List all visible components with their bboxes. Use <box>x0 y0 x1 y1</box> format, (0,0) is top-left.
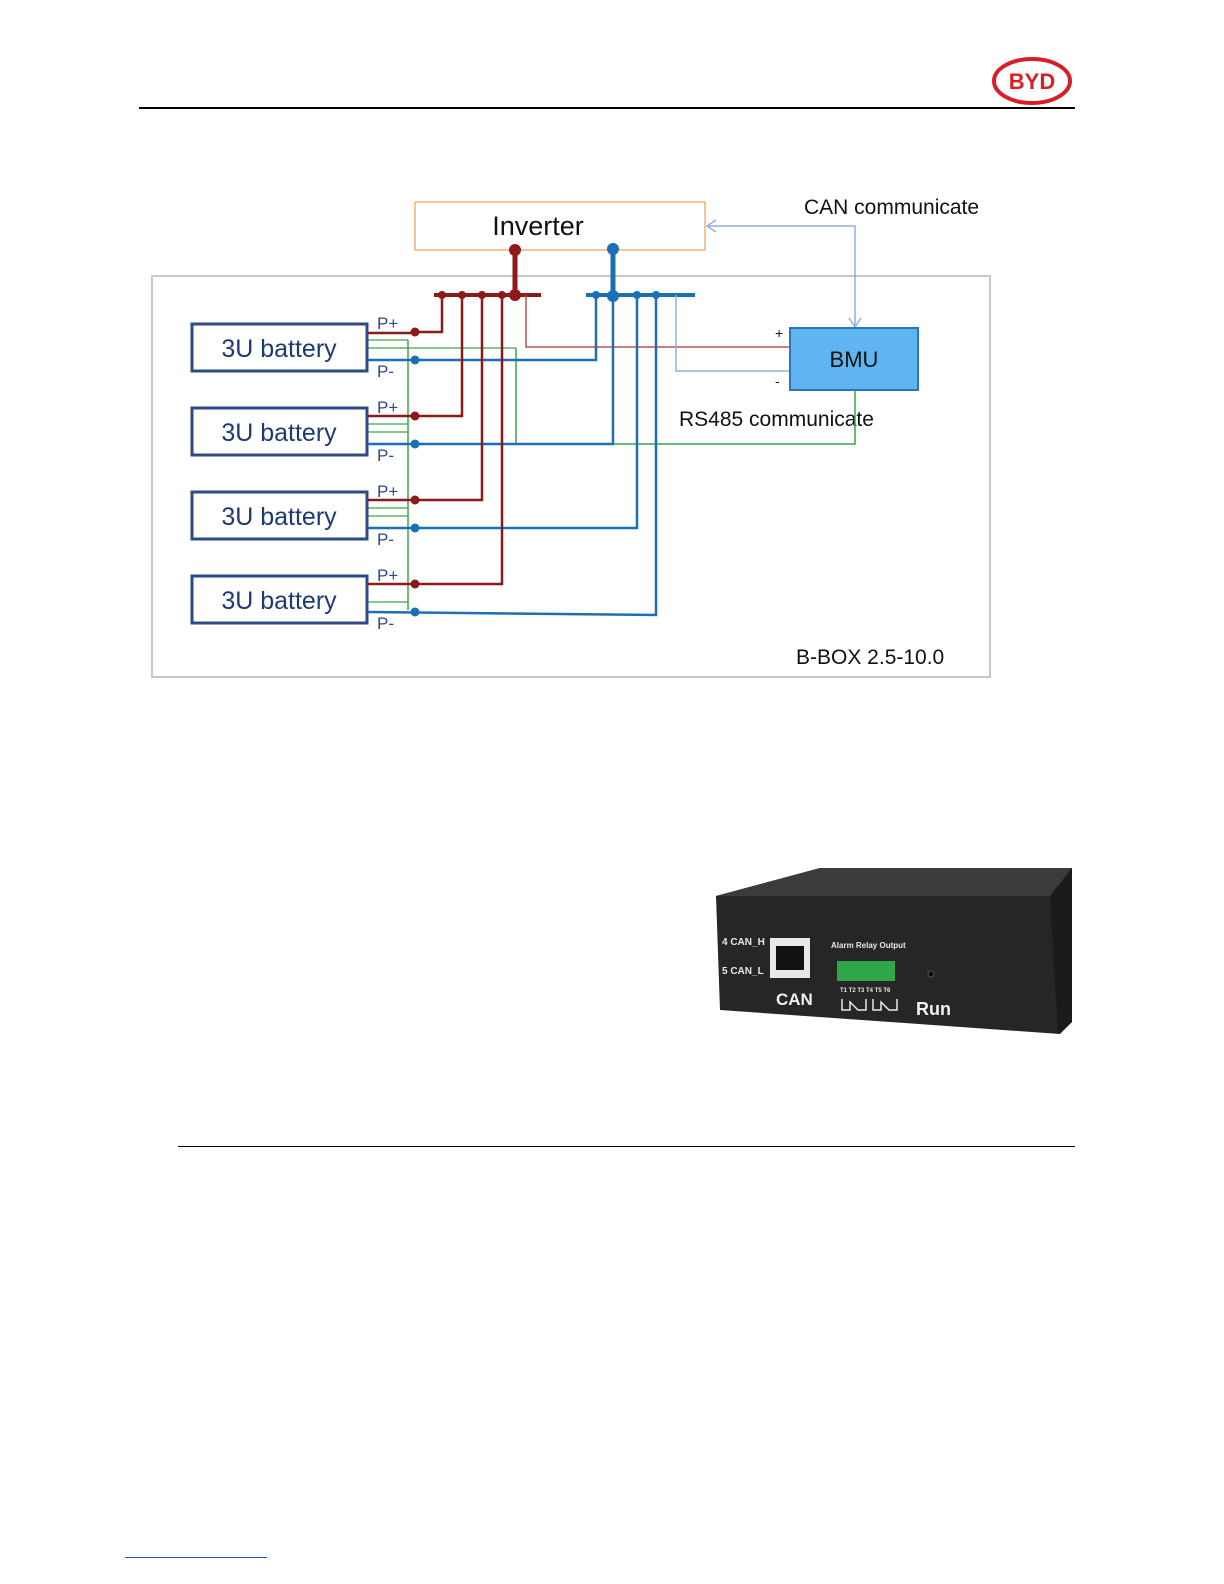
header-rule <box>139 107 1075 109</box>
battery-1-pos-label: P+ <box>377 314 398 333</box>
can-port-label: CAN <box>776 990 813 1009</box>
battery-4-label: 3U battery <box>221 587 337 615</box>
byd-logo: BYD <box>990 55 1074 109</box>
battery-2-positive-node <box>411 412 420 421</box>
footnote-rule <box>125 1557 267 1558</box>
bbox-label: B-BOX 2.5-10.0 <box>796 646 944 669</box>
battery-1-positive-node <box>411 328 420 337</box>
relay-label: Alarm Relay Output <box>831 941 906 950</box>
battery-4-neg-label: P- <box>377 614 394 633</box>
bmu-plus-sign: + <box>775 325 783 341</box>
battery-4-positive-node <box>411 580 420 589</box>
battery-3-neg-label: P- <box>377 530 394 549</box>
battery-3-pos-label: P+ <box>377 482 398 501</box>
battery-4-pos-label: P+ <box>377 566 398 585</box>
battery-2-negative-wire <box>368 295 613 444</box>
inverter-negative-dot <box>607 243 619 255</box>
battery-2-pos-label: P+ <box>377 398 398 417</box>
relay-terminal-block <box>837 961 895 981</box>
battery-3-label: 3U battery <box>221 503 337 531</box>
can-port-socket <box>776 946 804 970</box>
battery-2: 3U battery P+ P- <box>192 398 398 465</box>
bmu-negative-line <box>676 295 790 371</box>
battery-1: 3U battery P+ P- <box>192 314 398 381</box>
rs485-label: RS485 communicate <box>679 408 874 431</box>
battery-2-neg-label: P- <box>377 446 394 465</box>
battery-2-label: 3U battery <box>221 419 337 447</box>
bmu-device-photo: 4 CAN_H 5 CAN_L CAN Alarm Relay Output T… <box>710 862 1080 1042</box>
pin4-label: 4 CAN_H <box>722 937 765 948</box>
inverter-positive-dot <box>509 244 521 256</box>
battery-3-positive-node <box>411 496 420 505</box>
logo-text: BYD <box>1009 69 1055 94</box>
battery-3: 3U battery P+ P- <box>192 482 398 549</box>
bmu-positive-line <box>526 295 790 347</box>
device-top <box>716 868 1072 896</box>
battery-1-label: 3U battery <box>221 335 337 363</box>
bmu-label: BMU <box>830 347 879 372</box>
battery-3-negative-node <box>411 524 420 533</box>
footer-rule <box>178 1146 1075 1147</box>
pin5-label: 5 CAN_L <box>722 966 764 977</box>
run-led <box>928 971 934 977</box>
battery-4: 3U battery P+ P- <box>192 566 398 633</box>
wiring-diagram: Inverter CAN communicate + - BMU RS485 c… <box>140 185 1020 685</box>
run-label: Run <box>916 999 951 1019</box>
inverter-label: Inverter <box>492 211 584 241</box>
can-label: CAN communicate <box>804 196 979 219</box>
battery-2-negative-node <box>411 440 420 449</box>
bmu-minus-sign: - <box>775 373 780 389</box>
battery-1-negative-node <box>411 356 420 365</box>
pbus-node-main <box>509 289 521 301</box>
battery-1-neg-label: P- <box>377 362 394 381</box>
battery-4-negative-node <box>411 608 420 617</box>
terminal-labels: T1 T2 T3 T4 T5 T6 <box>840 988 891 994</box>
